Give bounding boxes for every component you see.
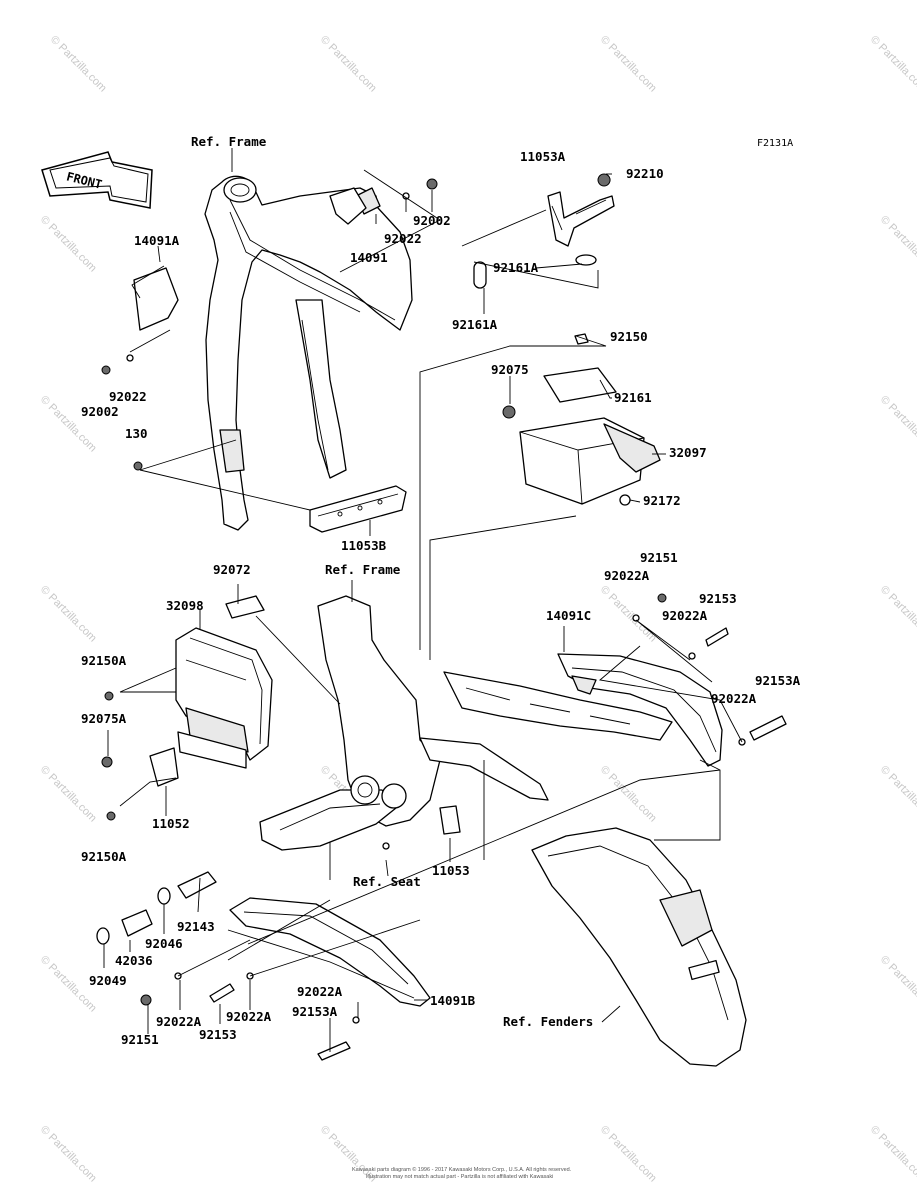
part-label-92002-left: 92002: [81, 404, 119, 419]
part-label-32097: 32097: [669, 445, 707, 460]
ref-fenders-label: Ref. Fenders: [503, 1014, 593, 1029]
part-label-92153-right: 92153: [699, 591, 737, 606]
part-label-14091A: 14091A: [134, 233, 180, 248]
fender-cover-14091B: [229, 897, 431, 1007]
ref-frame-mid-label: Ref. Frame: [325, 562, 401, 577]
watermark: © Partzilla.com: [878, 954, 917, 1015]
watermark: © Partzilla.com: [38, 584, 99, 645]
part-label-11053: 11053: [432, 863, 470, 878]
part-label-92151-right: 92151: [640, 550, 678, 565]
ref-seat-label: Ref. Seat: [353, 874, 421, 889]
part-label-92153-bottom: 92153: [199, 1027, 237, 1042]
side-case-32098: [101, 595, 273, 821]
rear-frame: [259, 595, 673, 851]
part-label-14091: 14091: [350, 250, 388, 265]
part-label-92002-top: 92002: [413, 213, 451, 228]
part-label-92075A: 92075A: [81, 711, 127, 726]
part-label-92046: 92046: [145, 936, 183, 951]
part-label-130: 130: [125, 426, 148, 441]
watermark: © Partzilla.com: [878, 584, 917, 645]
part-label-92151-bottom: 92151: [121, 1032, 159, 1047]
part-label-14091B: 14091B: [430, 993, 476, 1008]
part-label-92161: 92161: [614, 390, 652, 405]
bracket-11053B: [309, 485, 407, 533]
watermark: © Partzilla.com: [878, 764, 917, 825]
bracket-11053A: [473, 173, 615, 289]
part-label-11052: 11052: [152, 816, 190, 831]
part-label-92022A-right3: 92022A: [711, 691, 757, 706]
part-label-92150: 92150: [610, 329, 648, 344]
part-label-92022A-bottom3: 92022A: [226, 1009, 272, 1024]
bushings: [96, 871, 217, 945]
part-label-14091C: 14091C: [546, 608, 591, 623]
part-label-92022A-right2: 92022A: [662, 608, 708, 623]
part-label-11053B: 11053B: [341, 538, 387, 553]
watermark: © Partzilla.com: [38, 764, 99, 825]
copyright-line-1: Kawasaki parts diagram © 1996 - 2017 Kaw…: [352, 1166, 572, 1173]
part-label-92153A-bottom: 92153A: [292, 1004, 338, 1019]
part-label-92022A-bottom1: 92022A: [297, 984, 343, 999]
watermark: © Partzilla.com: [38, 394, 99, 455]
watermark: © Partzilla.com: [868, 34, 917, 95]
part-label-92022A-right1: 92022A: [604, 568, 650, 583]
part-label-92161A-left: 92161A: [452, 317, 498, 332]
watermark: © Partzilla.com: [878, 394, 917, 455]
part-label-92022-left: 92022: [109, 389, 147, 404]
watermark: © Partzilla.com: [598, 584, 659, 645]
part-labels: Ref. Frame 11053A 92210 14091A 92022 920…: [81, 134, 801, 1047]
diagram-code: F2131A: [757, 138, 793, 149]
battery-case-32097: [502, 333, 661, 506]
watermark: © Partzilla.com: [868, 1124, 917, 1185]
part-label-92143: 92143: [177, 919, 215, 934]
rear-fender: [531, 827, 747, 1067]
part-label-92022-top: 92022: [384, 231, 422, 246]
watermark: © Partzilla.com: [598, 34, 659, 95]
watermark: © Partzilla.com: [598, 1124, 659, 1185]
watermark: © Partzilla.com: [318, 34, 379, 95]
front-arrow-icon: FRONT: [41, 151, 153, 209]
upper-frame: [133, 175, 413, 531]
watermark: © Partzilla.com: [48, 34, 109, 95]
part-label-92075: 92075: [491, 362, 529, 377]
watermark: © Partzilla.com: [38, 1124, 99, 1185]
part-label-92210: 92210: [626, 166, 664, 181]
part-label-92172: 92172: [643, 493, 681, 508]
part-label-42036: 42036: [115, 953, 153, 968]
part-label-92049: 92049: [89, 973, 127, 988]
side-cover-14091C: [557, 653, 723, 767]
part-label-92153A-right: 92153A: [755, 673, 801, 688]
part-label-92161A-right: 92161A: [493, 260, 539, 275]
copyright-line-2: Illustration may not match actual part -…: [366, 1174, 553, 1180]
part-label-92072: 92072: [213, 562, 251, 577]
part-label-92022A-bottom2: 92022A: [156, 1014, 202, 1029]
part-label-92150A-b: 92150A: [81, 849, 127, 864]
leader-lines: [103, 148, 743, 1052]
watermark: © Partzilla.com: [38, 214, 99, 275]
part-label-11053A: 11053A: [520, 149, 566, 164]
part-label-32098: 32098: [166, 598, 204, 613]
part-label-92150A-a: 92150A: [81, 653, 127, 668]
ref-frame-top-label: Ref. Frame: [191, 134, 267, 149]
watermark: © Partzilla.com: [878, 214, 917, 275]
